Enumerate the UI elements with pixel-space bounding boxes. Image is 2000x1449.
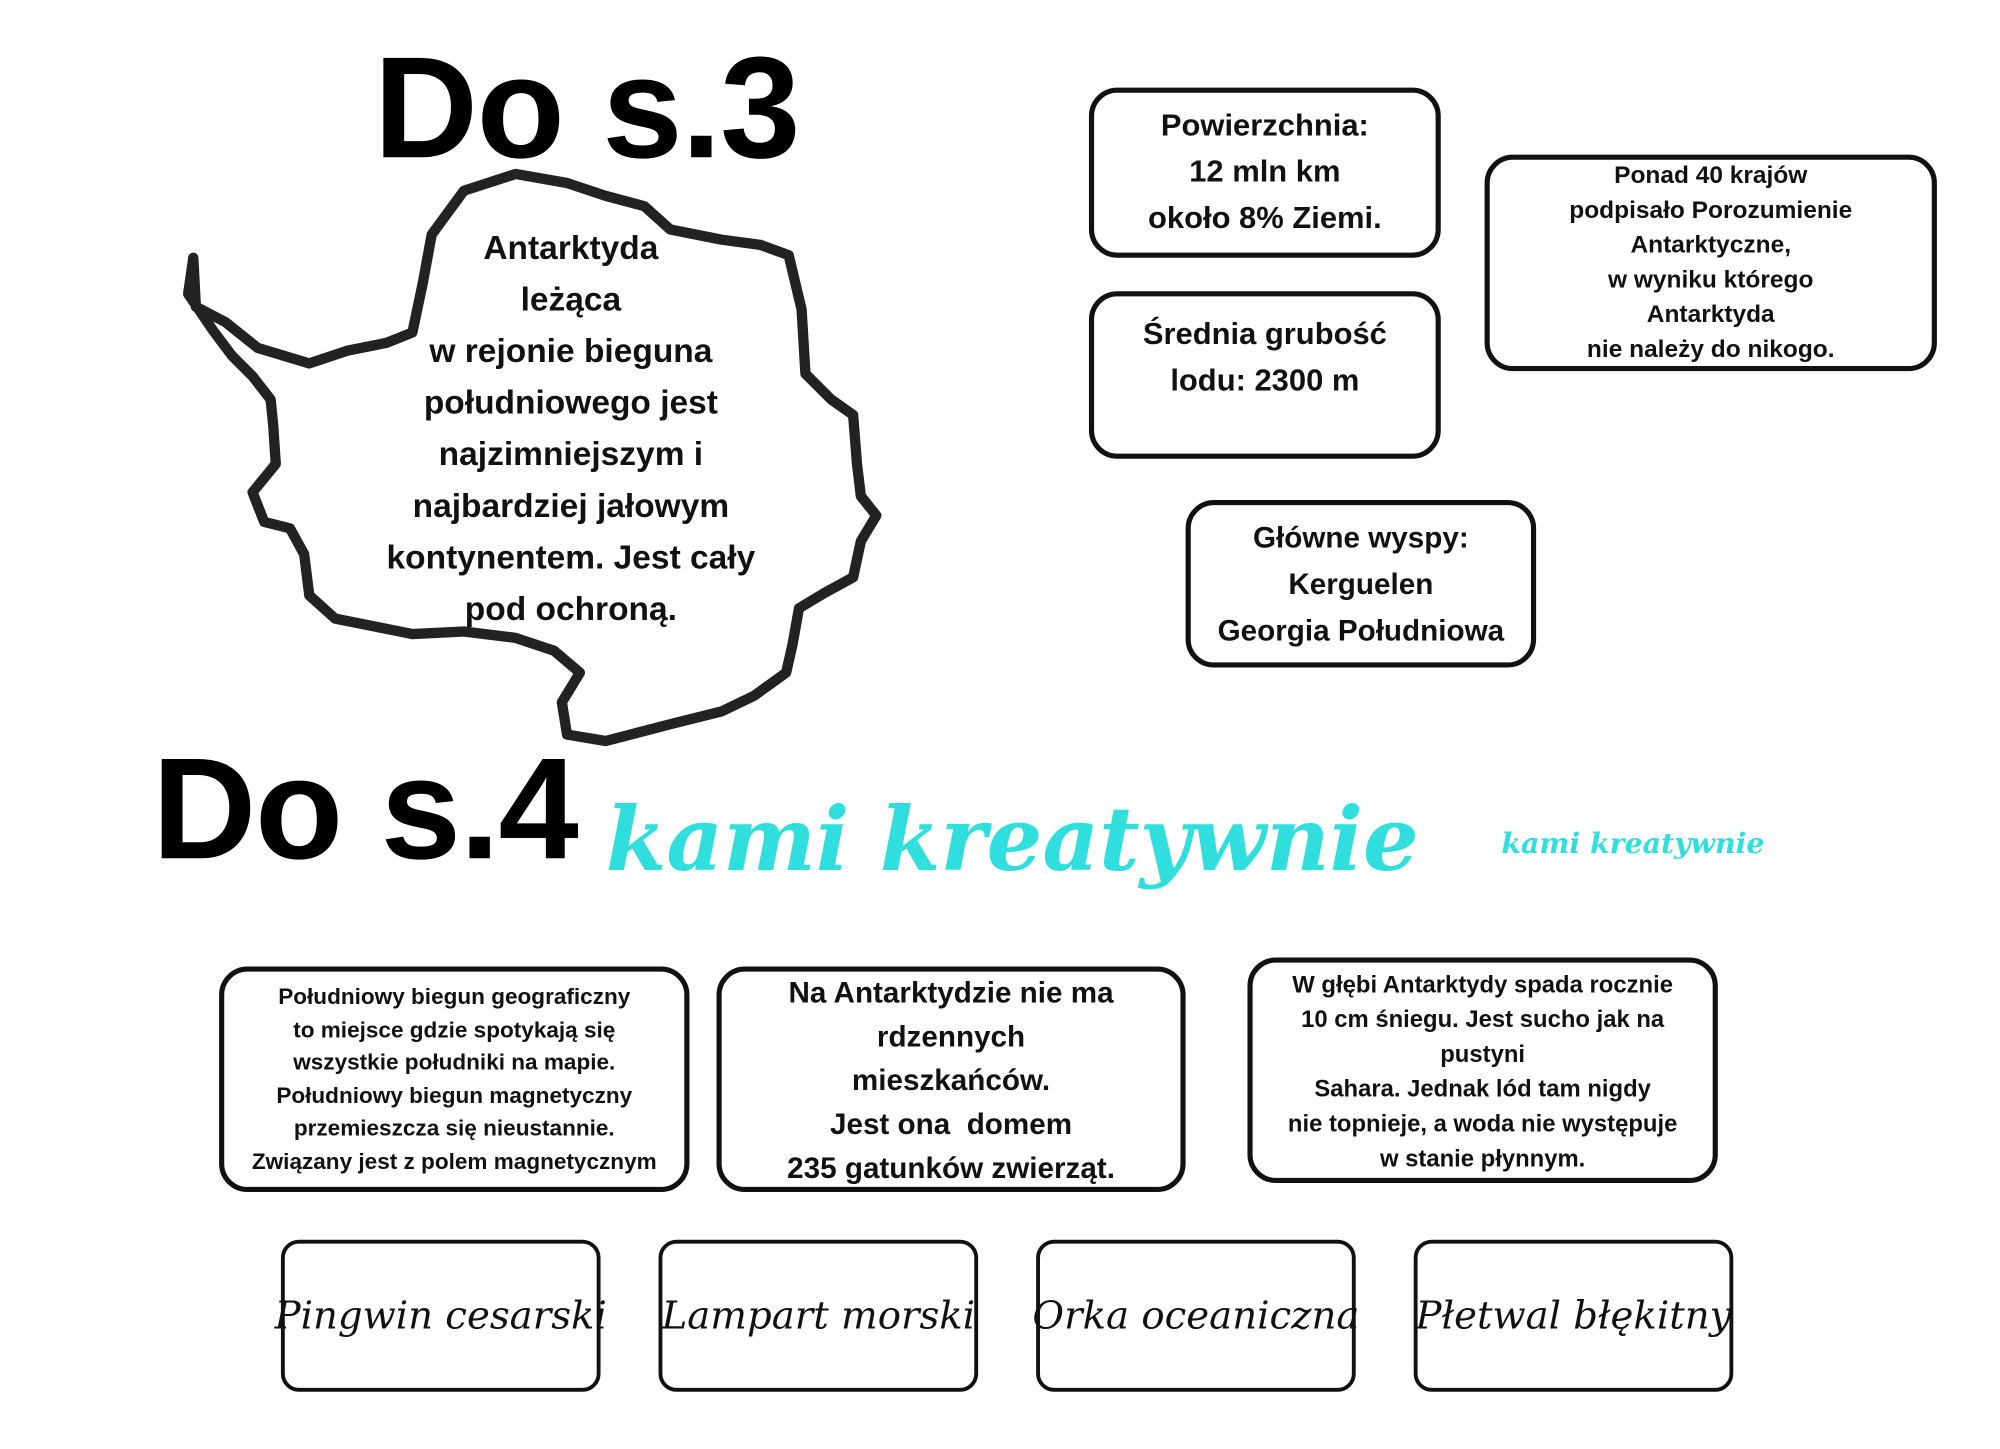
fact-snow: W głębi Antarktydy spada rocznie 10 cm ś… [1247, 957, 1718, 1184]
watermark-small: kami kreatywnie [1501, 827, 1765, 861]
animal-card: Płetwal błękitny [1413, 1239, 1734, 1392]
fact-islands: Główne wyspy: Kerguelen Georgia Południo… [1185, 500, 1537, 668]
animal-card: Pingwin cesarski [275, 1239, 607, 1392]
fact-area: Powierzchnia: 12 mln km około 8% Ziemi. [1088, 87, 1441, 258]
title-do-s4: Do s.4 [152, 728, 579, 890]
animal-card: Lampart morski [658, 1239, 979, 1392]
fact-pole: Południowy biegun geograficzny to miejsc… [219, 966, 690, 1193]
title-do-s3: Do s.3 [373, 27, 801, 189]
animal-card: Orka oceaniczna [1032, 1239, 1359, 1392]
antarctica-description: Antarktyda leżąca w rejonie bieguna połu… [386, 228, 756, 628]
fact-inhabitants: Na Antarktydzie nie ma rdzennych mieszka… [716, 966, 1186, 1193]
watermark-large: kami kreatywnie [605, 788, 1419, 892]
fact-ice: Średnia grubość lodu: 2300 m [1088, 291, 1441, 459]
fact-treaty: Ponad 40 krajów podpisało Porozumienie A… [1484, 154, 1937, 372]
